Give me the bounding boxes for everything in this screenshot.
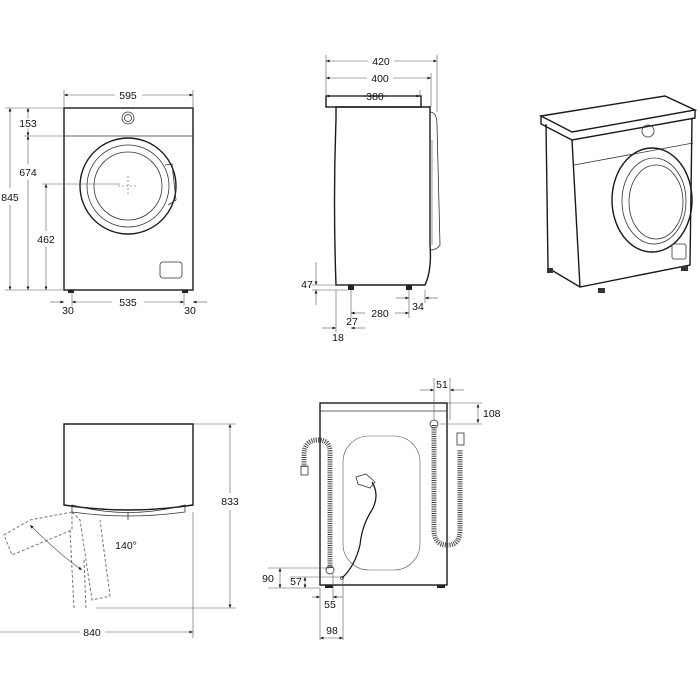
dim-foot-offset-back: 34: [412, 301, 424, 313]
isometric-view: [538, 95, 698, 293]
dim-depth-door-open: 833: [221, 496, 239, 508]
dim-foot-height: 47: [301, 279, 313, 291]
dim-depth-door: 400: [371, 73, 389, 85]
side-view: 420 400 380 47 280 27 34 18: [301, 55, 441, 344]
dim-depth-total: 420: [372, 56, 390, 68]
dim-door-angle: 140°: [115, 540, 137, 552]
dim-panel-height: 153: [19, 118, 37, 130]
dim-cable-height: 57: [290, 576, 302, 588]
front-view: 595 845 153 674 462 535 30 30: [1, 90, 207, 317]
top-view: 140° 833 840: [0, 423, 239, 639]
dim-left-offset: 30: [62, 305, 74, 317]
rear-view: 51 108 90 57 55 98: [262, 378, 501, 640]
dim-side-feet-spacing: 280: [371, 308, 389, 320]
dim-depth-body: 380: [366, 91, 384, 103]
dim-total-height: 845: [1, 192, 19, 204]
dim-door-top-height: 674: [19, 167, 37, 179]
dim-door-center-height: 462: [37, 234, 55, 246]
dim-drain-offset-top: 108: [483, 408, 501, 420]
dim-foot-offset-front: 27: [346, 316, 358, 328]
dim-width-door-open: 840: [83, 627, 101, 639]
dim-feet-spacing: 535: [119, 297, 137, 309]
dim-width: 595: [119, 90, 137, 102]
dim-inlet-height: 90: [262, 573, 274, 585]
dim-inlet-offset: 55: [324, 599, 336, 611]
dim-drain-offset-side: 51: [436, 379, 448, 391]
dim-front-clearance: 18: [332, 332, 344, 344]
dim-right-offset: 30: [184, 305, 196, 317]
dim-cable-offset: 98: [326, 625, 338, 637]
